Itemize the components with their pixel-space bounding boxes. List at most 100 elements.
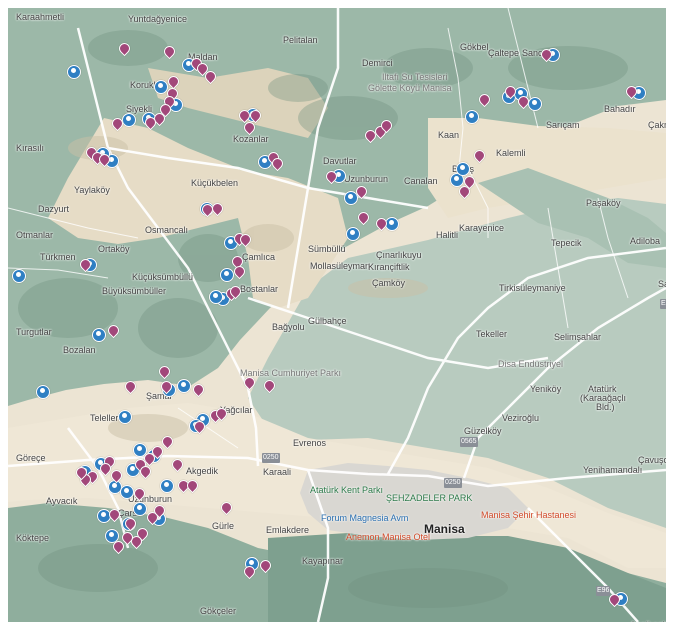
place-label[interactable]: Canalan [404, 176, 438, 186]
place-label[interactable]: Siyekli [126, 104, 153, 114]
place-label[interactable]: Turgutlar [16, 327, 52, 337]
person-marker-icon[interactable] [92, 328, 106, 342]
place-label[interactable]: Veziroğlu [502, 413, 540, 423]
place-label[interactable]: Karaahmetli [16, 12, 65, 22]
place-label[interactable]: Kaan [438, 130, 460, 140]
poi-label[interactable]: Manisa Şehir Hastanesi [481, 510, 577, 520]
place-label[interactable]: Maldan [188, 52, 218, 62]
person-marker-icon[interactable] [120, 485, 134, 499]
person-marker-icon[interactable] [528, 97, 542, 111]
place-label[interactable]: Saruhan [658, 279, 666, 289]
person-marker-icon[interactable] [456, 162, 470, 176]
person-marker-icon[interactable] [67, 65, 81, 79]
person-marker-icon[interactable] [346, 227, 360, 241]
place-label[interactable]: Uzunburun [344, 174, 389, 184]
poi-label[interactable]: Gölette Köyü Manisa [368, 83, 452, 93]
poi-label[interactable]: Iltafı Su Tesisleri [382, 72, 448, 82]
place-label[interactable]: Atatürk [588, 384, 617, 394]
place-label[interactable]: Gökçeler [200, 606, 237, 616]
place-label[interactable]: Paşaköy [586, 198, 621, 208]
place-label[interactable]: Ortaköy [98, 244, 130, 254]
place-label[interactable]: Bağyolu [272, 322, 305, 332]
poi-label[interactable]: Forum Magnesia Avm [321, 513, 409, 523]
place-label[interactable]: Halitli [436, 230, 459, 240]
person-marker-icon[interactable] [122, 113, 136, 127]
place-label[interactable]: Sarıçam [546, 120, 580, 130]
place-label[interactable]: Türkmen [40, 252, 76, 262]
person-marker-icon[interactable] [220, 268, 234, 282]
place-label[interactable]: Uzunburun [128, 494, 173, 504]
place-label[interactable]: Evrenos [293, 438, 327, 448]
place-label[interactable]: Mollasüleyman [310, 261, 371, 271]
place-label[interactable]: Demirci [362, 58, 393, 68]
place-label[interactable]: Yuntdağyenice [128, 14, 188, 24]
place-label[interactable]: Akgedik [186, 466, 219, 476]
place-label[interactable]: Sümbüllü [308, 244, 346, 254]
place-label[interactable]: Tirkisüleymaniye [499, 283, 566, 293]
person-marker-icon[interactable] [209, 290, 223, 304]
place-label[interactable]: Tepecik [551, 238, 582, 248]
place-label[interactable]: Davutlar [323, 156, 357, 166]
poi-label[interactable]: Anemon Manisa Otel [346, 532, 431, 542]
place-label[interactable]: Kırasılı [16, 143, 45, 153]
place-label[interactable]: Selimşahlar [554, 332, 602, 342]
place-label[interactable]: Sancam [522, 48, 556, 58]
place-label[interactable]: Bostanlar [240, 284, 279, 294]
place-label[interactable]: Pelitalan [283, 35, 318, 45]
place-label[interactable]: Çamköy [372, 278, 406, 288]
person-marker-icon[interactable] [177, 379, 191, 393]
poi-label[interactable]: Disa Endüstriyel [498, 359, 564, 369]
person-marker-icon[interactable] [118, 410, 132, 424]
place-label[interactable]: Teleller [90, 413, 119, 423]
poi-label[interactable]: Manisa Cumhuriyet Parkı [240, 368, 342, 378]
place-label[interactable]: Köktepe [16, 533, 50, 543]
place-label[interactable]: Küçüksümbüllü [132, 272, 194, 282]
place-label[interactable]: Yeniköy [530, 384, 562, 394]
place-label[interactable]: Ayvacık [46, 496, 78, 506]
person-marker-icon[interactable] [105, 529, 119, 543]
place-label[interactable]: Gökbel [460, 42, 489, 52]
place-label[interactable]: Adiloba [630, 236, 661, 246]
place-label[interactable]: (Karaağaçlı [580, 393, 627, 403]
person-marker-icon[interactable] [12, 269, 26, 283]
place-label[interactable]: Emlakdere [266, 525, 310, 535]
place-label[interactable]: Otmanlar [16, 230, 54, 240]
place-label[interactable]: Karaali [263, 467, 292, 477]
person-marker-icon[interactable] [385, 217, 399, 231]
poi-label[interactable]: ŞEHZADELER PARK [386, 493, 473, 503]
place-label[interactable]: Çavuşoğlu [638, 455, 666, 465]
place-label[interactable]: Koruklu [130, 80, 161, 90]
place-label[interactable]: Kozanlar [233, 134, 269, 144]
place-label[interactable]: Büyüksümbüller [102, 286, 167, 296]
place-label[interactable]: Yağcılar [220, 405, 253, 415]
place-label[interactable]: Güzelköy [464, 426, 502, 436]
place-label[interactable]: Küçükbelen [191, 178, 239, 188]
place-label[interactable]: Çaltepe [488, 48, 520, 58]
person-marker-icon[interactable] [154, 80, 168, 94]
place-label[interactable]: Kalemli [496, 148, 526, 158]
place-label[interactable]: Göreçe [16, 453, 46, 463]
poi-label[interactable]: Atatürk Kent Parkı [310, 485, 384, 495]
place-label[interactable]: Tekeller [476, 329, 508, 339]
place-label[interactable]: Dazyurt [38, 204, 70, 214]
place-label[interactable]: Karayenice [459, 223, 505, 233]
place-label[interactable]: Çakmaklı [648, 120, 666, 130]
place-label[interactable]: Çamlıca [242, 252, 276, 262]
place-label[interactable]: Aşağıçobar [630, 620, 666, 622]
person-marker-icon[interactable] [344, 191, 358, 205]
city-label[interactable]: Manisa [424, 522, 465, 536]
place-label[interactable]: Yenihamandalı [583, 465, 643, 475]
person-marker-icon[interactable] [465, 110, 479, 124]
place-label[interactable]: Kırançiftlik [368, 262, 410, 272]
place-label[interactable]: Çınarlıkuyu [376, 250, 422, 260]
person-marker-icon[interactable] [133, 502, 147, 516]
person-marker-icon[interactable] [133, 443, 147, 457]
place-label[interactable]: Bozalan [63, 345, 96, 355]
place-label[interactable]: Şamar [146, 391, 173, 401]
person-marker-icon[interactable] [36, 385, 50, 399]
place-label[interactable]: Gürle [212, 521, 235, 531]
place-label[interactable]: Osmancalı [145, 225, 189, 235]
place-label[interactable]: Gülbahçe [308, 316, 347, 326]
place-label[interactable]: Yaylaköy [74, 185, 110, 195]
